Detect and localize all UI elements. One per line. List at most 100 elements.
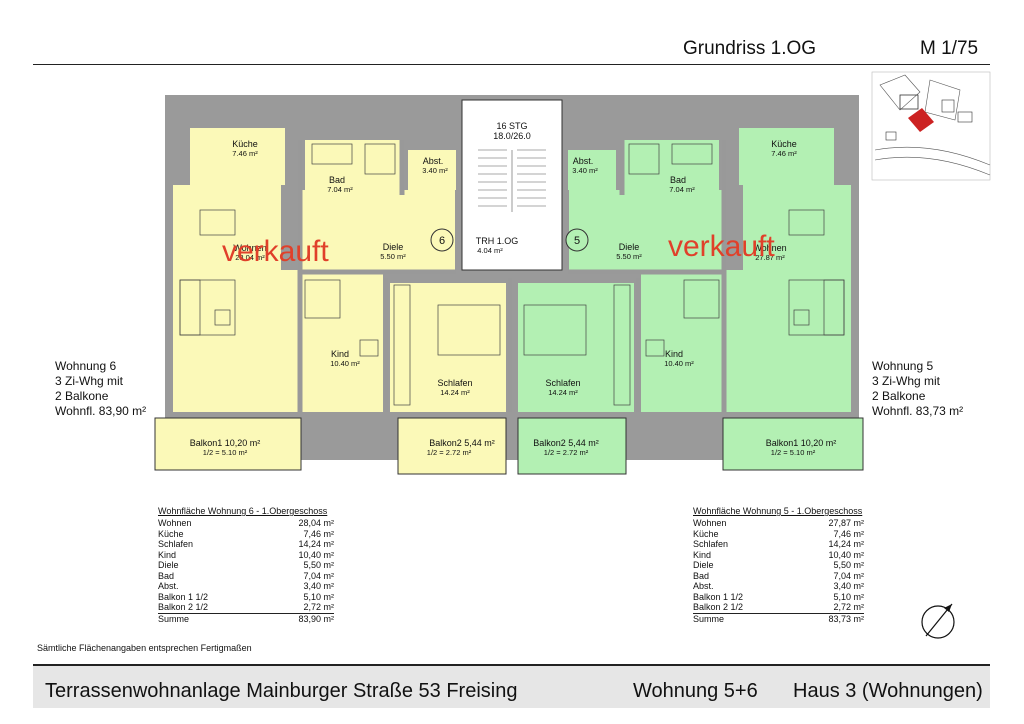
stair-hall: TRH 1.OG [476, 236, 519, 246]
room-kind-5: Kind [665, 349, 683, 359]
unit-5-line2: 3 Zi-Whg mit [872, 374, 941, 388]
door-number-6: 6 [439, 235, 445, 247]
area-row-value: 7,04 m² [303, 570, 334, 581]
room-abst-6: Abst. [423, 156, 444, 166]
area-row-label: Wohnen [158, 518, 192, 528]
unit-6-label: Wohnung 6 3 Zi-Whg mit 2 Balkone Wohnfl.… [55, 359, 146, 419]
unit-6-fill [155, 128, 506, 474]
unit-5-fill [518, 128, 863, 474]
area-row-label: Balkon 1 1/2 [158, 591, 209, 602]
area-row: Abst. 3,40 m² [158, 581, 334, 592]
area-row-label: Schlafen [693, 539, 729, 549]
area-row: Abst. 3,40 m² [693, 581, 864, 592]
room-bad-5-area: 7.04 m² [669, 185, 695, 194]
area-row-value: 10,40 m² [298, 549, 334, 560]
area-table-5: Wohnfläche Wohnung 5 - 1.Obergeschoss Wo… [693, 506, 869, 624]
area-row-label: Abst. [693, 581, 714, 591]
room-abst-5: Abst. [573, 156, 594, 166]
area-row-label: Diele [693, 560, 714, 570]
room-bad-5: Bad [670, 175, 686, 185]
room-kueche-6: Küche [232, 139, 258, 149]
area-table-5-sum-value: 83,73 m² [793, 612, 864, 624]
area-row-value: 7,46 m² [303, 528, 334, 539]
room-bad-6: Bad [329, 175, 345, 185]
room-balkon1-6: Balkon1 10,20 m² [190, 438, 261, 448]
area-row-label: Abst. [158, 581, 179, 591]
room-kind-6-area: 10.40 m² [330, 359, 360, 368]
area-row-label: Kind [158, 549, 177, 560]
area-row-value: 2,72 m² [833, 602, 864, 612]
room-balkon2-5-half: 1/2 = 2.72 m² [544, 448, 589, 457]
room-balkon1-5: Balkon1 10,20 m² [766, 438, 837, 448]
unit-6-line4: Wohnfl. 83,90 m² [55, 404, 147, 418]
area-row-value: 14,24 m² [298, 539, 334, 549]
area-row: Schlafen 14,24 m² [693, 539, 864, 550]
door-number-5: 5 [574, 235, 580, 247]
area-row-value: 3,40 m² [833, 581, 864, 591]
area-row-value: 10,40 m² [828, 549, 864, 560]
area-row-value: 2,72 m² [303, 602, 334, 612]
plan-scale: M 1/75 [920, 38, 979, 59]
unit-6-line1: Wohnung 6 [55, 359, 117, 373]
room-balkon2-5: Balkon2 5,44 m² [533, 438, 599, 448]
furniture [179, 143, 845, 406]
area-table-5-sum-label: Summe [693, 612, 793, 624]
area-row-value: 7,04 m² [833, 570, 864, 581]
room-schlafen-5-area: 14.24 m² [548, 388, 578, 397]
area-row-label: Bad [693, 570, 710, 581]
unit-5-line3: 2 Balkone [872, 389, 926, 403]
area-row-value: 14,24 m² [828, 539, 864, 549]
area-row: Bad 7,04 m² [158, 571, 334, 582]
room-kueche-5: Küche [771, 139, 797, 149]
room-diele-5: Diele [619, 242, 640, 252]
room-balkon1-5-half: 1/2 = 5.10 m² [771, 448, 816, 457]
area-note: Sämtliche Flächenangaben entsprechen Fer… [37, 643, 252, 653]
room-balkon2-6-half: 1/2 = 2.72 m² [427, 448, 472, 457]
area-row-value: 5,50 m² [303, 560, 334, 570]
room-wohnen-5: Wohnen [753, 243, 786, 253]
door-6: 6 [430, 228, 454, 252]
unit-6-line2: 3 Zi-Whg mit [55, 374, 124, 388]
area-row-value: 3,40 m² [303, 581, 334, 591]
area-row: Bad 7,04 m² [693, 571, 864, 582]
area-row-value: 28,04 m² [298, 518, 334, 528]
room-abst-5-area: 3.40 m² [572, 166, 598, 175]
area-table-6-sum-value: 83,90 m² [260, 612, 334, 624]
stair-ratio: 18.0/26.0 [493, 131, 531, 141]
highlighted-building [908, 108, 934, 132]
north-arrow-icon [921, 603, 955, 639]
plan-title: Grundriss 1.OG [683, 38, 817, 59]
area-row-label: Balkon 1 1/2 [693, 591, 744, 602]
room-kueche-6-area: 7.46 m² [232, 149, 258, 158]
room-schlafen-6: Schlafen [437, 378, 472, 388]
area-row-label: Schlafen [158, 539, 194, 549]
footer-bar [33, 664, 990, 708]
area-row-label: Küche [693, 528, 719, 539]
stair-hall-area: 4.04 m² [477, 246, 503, 255]
room-diele-6: Diele [383, 242, 404, 252]
room-kind-6: Kind [331, 349, 349, 359]
area-table-5-sum: Summe 83,73 m² [693, 612, 864, 624]
footer-project: Terrassenwohnanlage Mainburger Straße 53… [45, 680, 518, 702]
area-row-label: Küche [158, 528, 184, 539]
sold-stamp-6: verkauft [222, 235, 329, 268]
room-wohnen-5-area: 27.87 m² [755, 253, 785, 262]
stair-core [461, 99, 563, 271]
area-row-label: Balkon 2 1/2 [693, 602, 744, 612]
area-row: Balkon 1 1/2 5,10 m² [158, 592, 334, 603]
area-row-value: 5,10 m² [303, 591, 334, 602]
area-row-label: Bad [158, 570, 175, 581]
area-row: Balkon 2 1/2 2,72 m² [693, 602, 864, 613]
unit-5-line1: Wohnung 5 [872, 359, 934, 373]
stair-steps: 16 STG [496, 121, 527, 131]
interior-walls [297, 140, 727, 412]
room-diele-6-area: 5.50 m² [380, 252, 406, 261]
area-table-6-sum-label: Summe [158, 612, 261, 624]
room-abst-6-area: 3.40 m² [422, 166, 448, 175]
